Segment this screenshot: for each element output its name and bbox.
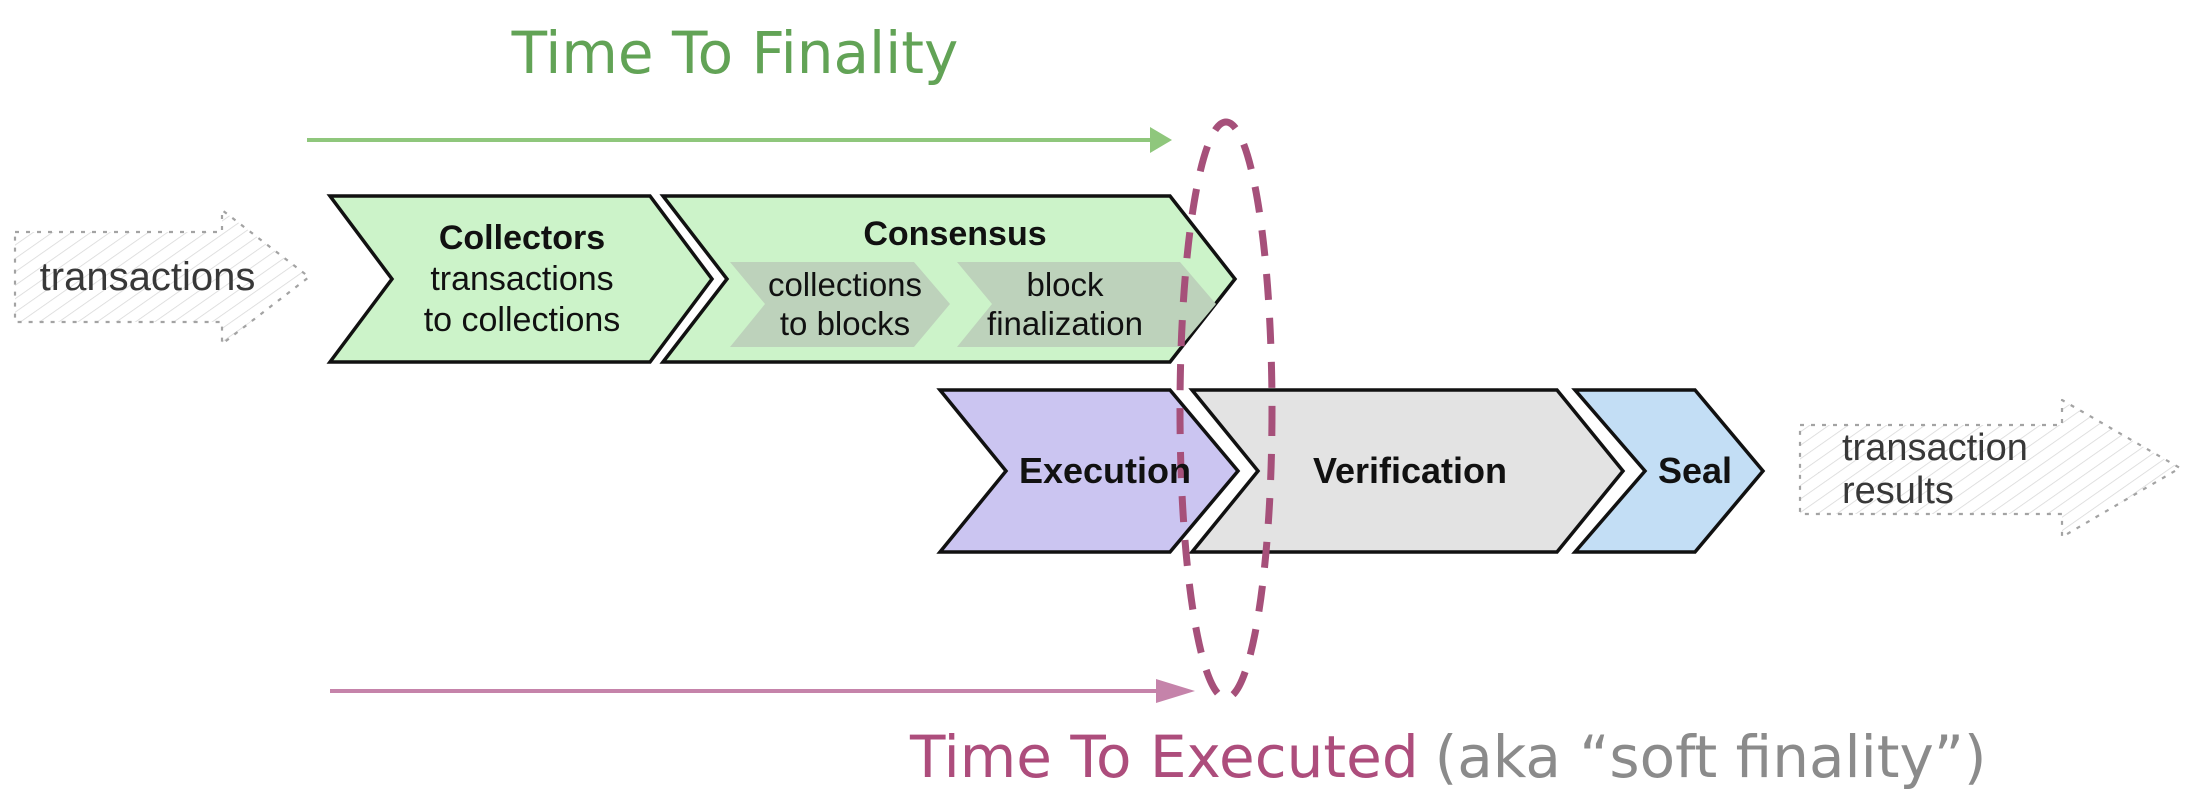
collections-to-blocks-line2: to blocks bbox=[779, 305, 911, 342]
transaction-results-label: transaction results bbox=[1842, 424, 2062, 516]
time-to-executed-title: Time To Executed(aka “soft finality”) bbox=[910, 724, 1987, 790]
executed-arrowhead-icon bbox=[1156, 679, 1195, 703]
execution-label: Execution bbox=[1018, 450, 1192, 491]
collectors-title: Collectors bbox=[438, 219, 606, 257]
consensus-title: Consensus bbox=[863, 215, 1047, 253]
collectors-subtitle-line1: transactions bbox=[430, 260, 614, 298]
soft-finality-note: (aka “soft finality”) bbox=[1434, 723, 1987, 791]
collectors-chevron bbox=[326, 194, 715, 364]
block-finalization-label: block finalization bbox=[950, 265, 1180, 343]
time-to-finality-title: Time To Finality bbox=[511, 19, 959, 87]
transaction-results-line2: results bbox=[1842, 470, 1954, 512]
transaction-results-line1: transaction bbox=[1842, 427, 2028, 469]
seal-chevron bbox=[1571, 388, 1766, 554]
block-finalization-subchevron bbox=[957, 262, 1216, 347]
transaction-results-output-arrow-icon bbox=[1798, 398, 2182, 539]
time-to-executed-text: Time To Executed bbox=[910, 723, 1419, 791]
finality-arrowhead-icon bbox=[1150, 127, 1172, 153]
verification-label: Verification bbox=[1312, 450, 1508, 491]
collections-to-blocks-label: collections to blocks bbox=[745, 265, 945, 343]
collections-to-blocks-line1: collections bbox=[767, 266, 923, 303]
transactions-input-label: transactions bbox=[39, 255, 256, 299]
finality-arrow bbox=[307, 127, 1172, 153]
block-finalization-line1: block bbox=[1026, 266, 1104, 303]
collectors-label: Collectors transactions to collections bbox=[392, 218, 652, 341]
verification-chevron bbox=[1188, 388, 1626, 554]
block-finalization-line2: finalization bbox=[987, 305, 1143, 342]
execution-chevron bbox=[936, 388, 1241, 554]
executed-arrow bbox=[330, 679, 1195, 703]
seal-label: Seal bbox=[1657, 450, 1733, 491]
soft-finality-ellipse bbox=[1176, 118, 1276, 702]
transactions-input-arrow-icon bbox=[13, 208, 311, 346]
collectors-subtitle-line2: to collections bbox=[423, 301, 621, 339]
collections-to-blocks-subchevron bbox=[730, 262, 950, 347]
